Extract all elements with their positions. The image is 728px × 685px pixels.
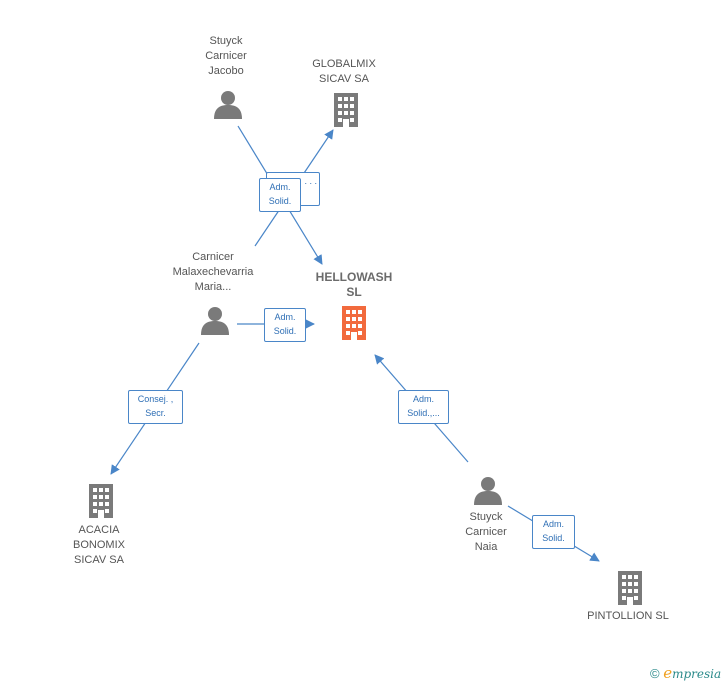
building-icon[interactable] bbox=[331, 93, 361, 127]
person-icon[interactable] bbox=[212, 90, 244, 120]
node-label-globalmix: GLOBALMIX SICAV SA bbox=[312, 58, 376, 85]
node-label-stuyck-jacobo: Stuyck Carnicer Jacobo bbox=[205, 35, 247, 77]
building-icon[interactable] bbox=[615, 571, 645, 605]
edge-label-naia-pintollion[interactable]: Adm. Solid. bbox=[532, 515, 575, 549]
building-icon[interactable] bbox=[339, 306, 369, 340]
edge-label-naia-hellowash[interactable]: Adm. Solid.,... bbox=[398, 390, 449, 424]
person-icon[interactable] bbox=[199, 306, 231, 336]
node-label-acacia: ACACIA BONOMIX SICAV SA bbox=[73, 524, 125, 566]
brand-logo: empresia bbox=[663, 664, 722, 682]
edge-label-jacobo-hellowash[interactable]: Adm. Solid. bbox=[259, 178, 301, 212]
edge-label-maria-hellowash[interactable]: Adm. Solid. bbox=[264, 308, 306, 342]
node-label-pintollion: PINTOLLION SL bbox=[587, 610, 669, 622]
edge-label-maria-acacia[interactable]: Consej. , Secr. bbox=[128, 390, 183, 424]
node-label-hellowash: HELLOWASH SL bbox=[315, 270, 393, 299]
building-icon[interactable] bbox=[86, 484, 116, 518]
node-label-stuyck-naia: Stuyck Carnicer Naia bbox=[465, 511, 507, 553]
node-label-carnicer-maria: Carnicer Malaxechevarria Maria... bbox=[172, 251, 254, 293]
copyright-credit: © empresia bbox=[650, 664, 721, 682]
copyright-icon: © bbox=[650, 666, 660, 681]
person-icon[interactable] bbox=[472, 476, 504, 506]
